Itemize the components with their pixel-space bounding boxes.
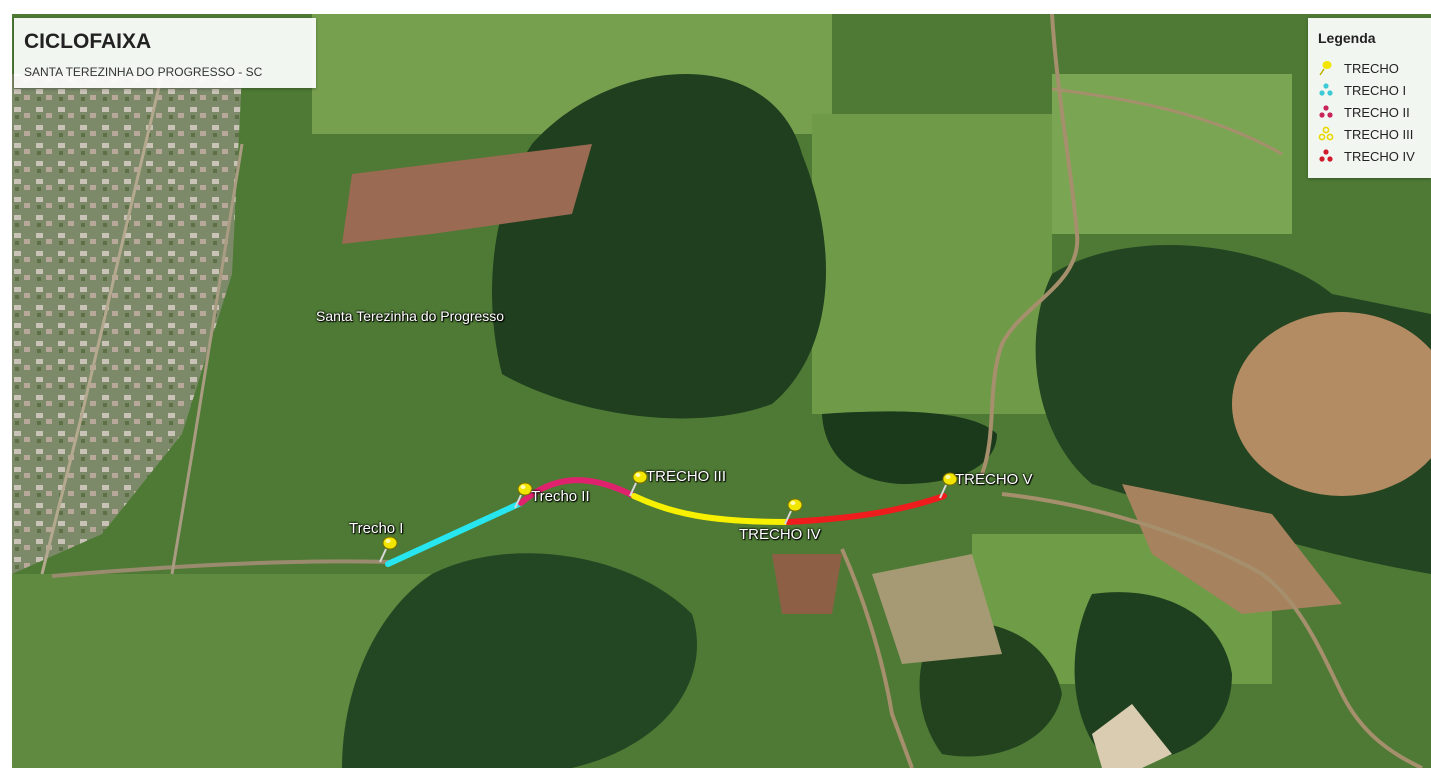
circular-ploughed-field bbox=[1232, 312, 1431, 496]
field-mid-right bbox=[812, 114, 1052, 414]
map-subtitle: SANTA TEREZINHA DO PROGRESSO - SC bbox=[24, 65, 263, 79]
legend-item-trecho-2: TRECHO II bbox=[1318, 102, 1430, 122]
legend-label: TRECHO bbox=[1344, 60, 1399, 76]
pushpin-icon[interactable] bbox=[512, 480, 538, 510]
road-east-north bbox=[1051, 87, 1283, 156]
trecho-4-label: TRECHO IV bbox=[739, 526, 821, 543]
trecho-2-label: Trecho II bbox=[531, 488, 590, 505]
pushpin-icon[interactable] bbox=[627, 468, 653, 498]
red-dots-icon bbox=[1319, 149, 1333, 162]
road-north bbox=[980, 14, 1080, 475]
yellow-dots-icon bbox=[1318, 126, 1334, 141]
legend-panel: Legenda TRECHO TRECHO I TRECHO II bbox=[1308, 18, 1431, 178]
title-panel: CICLOFAIXA SANTA TEREZINHA DO PROGRESSO … bbox=[14, 18, 316, 88]
road-main bbox=[51, 559, 391, 578]
field-pale-bottom bbox=[1092, 704, 1172, 768]
forest-strip bbox=[822, 411, 997, 484]
pushpin-icon[interactable] bbox=[782, 496, 808, 526]
ploughed-field-north bbox=[342, 144, 592, 244]
field-tan-south bbox=[872, 554, 1002, 664]
legend-label: TRECHO I bbox=[1344, 82, 1407, 98]
trecho-5-label: TRECHO V bbox=[955, 471, 1033, 488]
place-label: Santa Terezinha do Progresso bbox=[316, 308, 505, 324]
cycle-lane-trecho-1[interactable] bbox=[385, 500, 524, 567]
field-brown-south bbox=[772, 554, 842, 614]
road-town-1 bbox=[40, 73, 164, 575]
pushpin-icon[interactable] bbox=[377, 534, 403, 564]
field-right-top bbox=[1052, 74, 1292, 234]
town-area bbox=[12, 74, 242, 574]
legend-label: TRECHO II bbox=[1344, 104, 1410, 120]
legend-label: TRECHO IV bbox=[1344, 148, 1415, 164]
map-frame: Santa Terezinha do Progresso Trecho I Tr… bbox=[12, 14, 1431, 768]
road-east bbox=[1001, 492, 1423, 768]
road-south bbox=[840, 548, 914, 768]
satellite-map[interactable] bbox=[12, 14, 1431, 768]
cyan-dots-icon bbox=[1319, 83, 1333, 96]
legend-item-trecho-3: TRECHO III bbox=[1318, 124, 1430, 144]
cycle-lane-trecho-2[interactable] bbox=[518, 477, 637, 506]
cycle-lane-trecho-4[interactable] bbox=[785, 493, 947, 525]
legend-title: Legenda bbox=[1318, 30, 1376, 46]
map-title: CICLOFAIXA bbox=[24, 30, 152, 53]
cycle-lane-trecho-3[interactable] bbox=[631, 493, 791, 525]
magenta-dots-icon bbox=[1319, 105, 1333, 118]
road-town-2 bbox=[170, 143, 244, 575]
field-brown-east bbox=[1122, 484, 1342, 614]
legend-label: TRECHO III bbox=[1344, 126, 1414, 142]
trecho-1-label: Trecho I bbox=[349, 520, 404, 537]
trecho-3-label: TRECHO III bbox=[646, 468, 727, 485]
legend-item-trecho-1: TRECHO I bbox=[1318, 80, 1430, 100]
forest-south bbox=[342, 553, 697, 768]
legend-item-trecho: TRECHO bbox=[1318, 58, 1430, 78]
legend-item-trecho-4: TRECHO IV bbox=[1318, 146, 1430, 166]
yellow-pushpin-icon bbox=[1319, 61, 1332, 76]
pushpin-icon[interactable] bbox=[937, 470, 963, 500]
